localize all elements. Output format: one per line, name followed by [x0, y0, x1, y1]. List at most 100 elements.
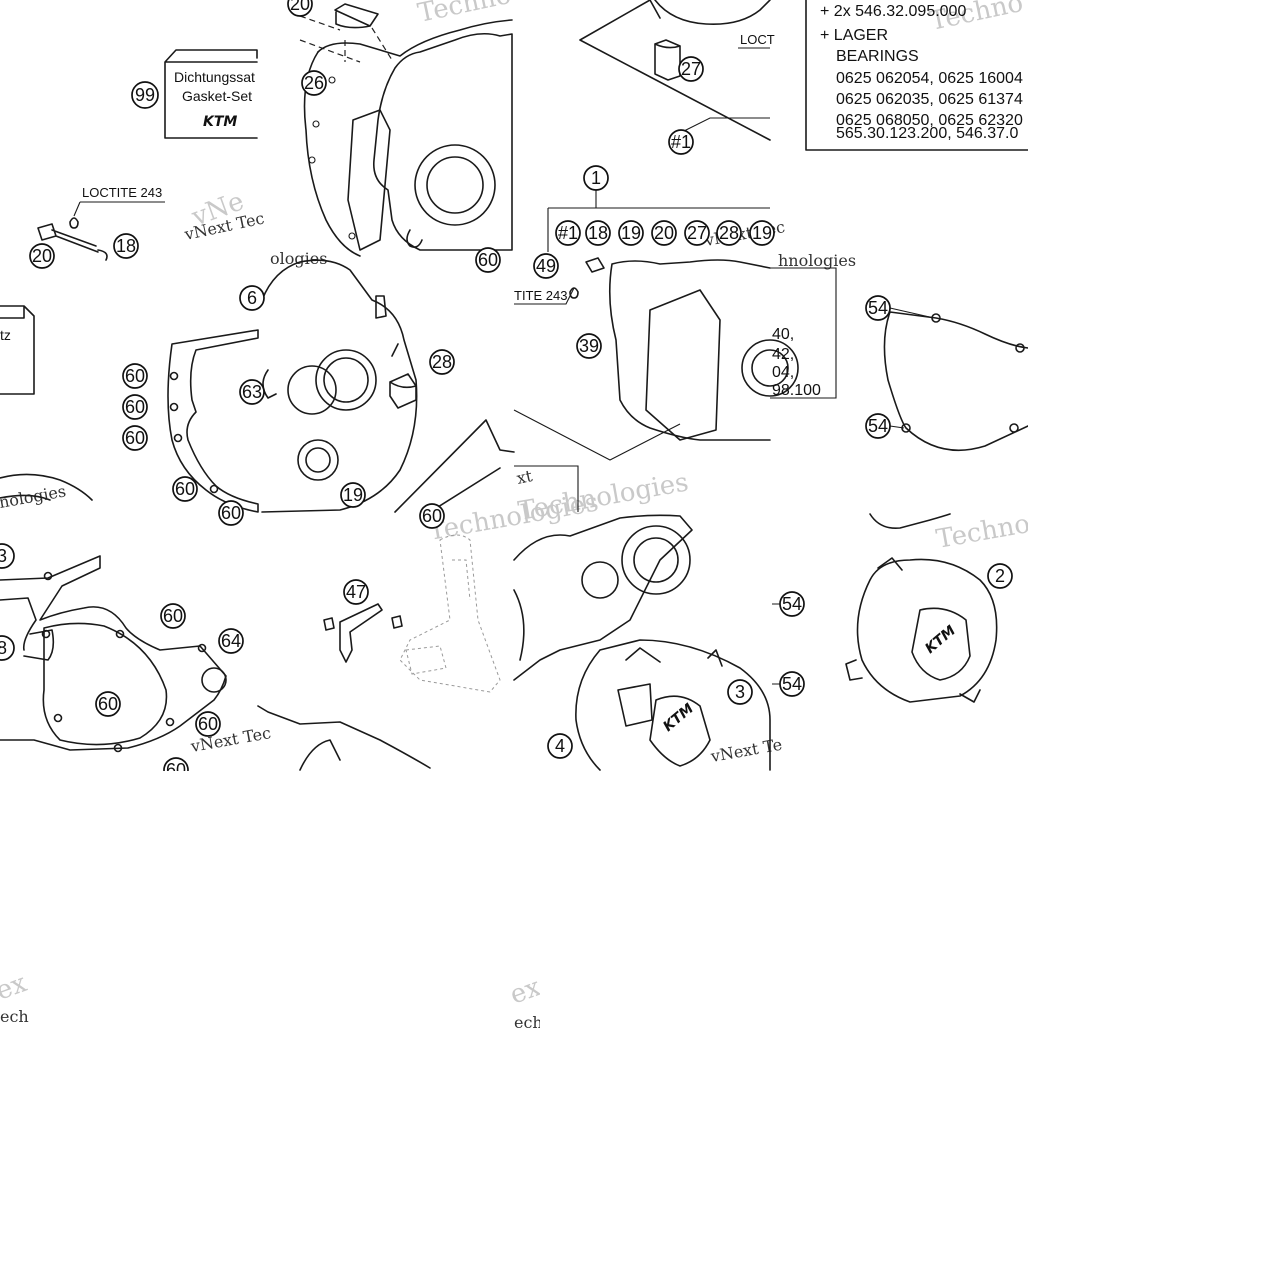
- info-line: 0625 062035, 0625 61374: [836, 91, 1023, 108]
- svg-text:20: 20: [654, 223, 674, 243]
- svg-text:#1: #1: [671, 132, 691, 152]
- callout-27: 27: [684, 220, 710, 246]
- boss: [406, 229, 423, 248]
- watermark: ech: [0, 1007, 29, 1026]
- callout-4: 4: [547, 733, 573, 759]
- watermark: ex: [506, 972, 545, 1011]
- ktm-emblem: [649, 695, 711, 767]
- crankcase-mid-flange: [645, 289, 721, 441]
- svg-text:20: 20: [32, 246, 52, 266]
- svg-text:47: 47: [346, 582, 366, 602]
- callout-8: 8: [0, 635, 15, 661]
- callout-64: 64: [218, 628, 244, 654]
- loctite-label: LOCTITE 243: [82, 185, 162, 200]
- info-line: + LAGER: [820, 27, 888, 44]
- callout-54: 54: [865, 295, 891, 321]
- svg-text:18: 18: [588, 223, 608, 243]
- callout-49: 49: [533, 253, 559, 279]
- tile-large-gasket: [0, 555, 227, 753]
- side-bracket: [770, 267, 837, 399]
- svg-text:60: 60: [478, 250, 498, 270]
- callout-39: 39: [576, 333, 602, 359]
- callout-3: 3: [727, 679, 753, 705]
- bolt-head: [585, 257, 605, 273]
- svg-text:19: 19: [752, 223, 772, 243]
- side-list-line: 04,: [772, 364, 794, 381]
- callout-19: 19: [749, 220, 775, 246]
- callout-60: 60: [122, 394, 148, 420]
- side-list-line: 98.100: [772, 382, 821, 399]
- dowel-sleeve: [334, 3, 379, 29]
- crankcase-right-body: [513, 514, 693, 681]
- callout-60: 60: [195, 711, 221, 737]
- ktm-logo: KTM: [203, 114, 237, 130]
- tile-bracket: [257, 534, 501, 771]
- callout-19: 19: [340, 482, 366, 508]
- tile-gasket-box-frag: tz: [0, 305, 93, 501]
- tile-cover-assembly: KTM: [513, 514, 771, 771]
- svg-text:64: 64: [221, 631, 241, 651]
- gasket-set-label-en: Gasket-Set: [182, 88, 252, 104]
- svg-text:3: 3: [735, 682, 745, 702]
- info-line: + 2x 546.32.095.000: [820, 3, 966, 20]
- bore: [315, 349, 377, 411]
- callout-#1: #1: [555, 220, 581, 246]
- gasket-edge: [0, 473, 93, 501]
- crankcase-body: [372, 32, 513, 251]
- crankcase-outline: [317, 19, 513, 57]
- tile-crankcase-right: [299, 3, 513, 257]
- bracket-line: [579, 0, 771, 141]
- watermark: ologies: [270, 249, 327, 268]
- frame-edge: [394, 419, 515, 513]
- sleeve: [654, 39, 681, 81]
- info-line: 0625 062054, 0625 16004: [836, 70, 1023, 87]
- svg-text:4: 4: [555, 736, 565, 756]
- callout-1: 1: [583, 165, 609, 191]
- callout-60: 60: [122, 425, 148, 451]
- gasket-set-box: [164, 49, 258, 139]
- callout-63: 63: [239, 379, 265, 405]
- loctite-drop-icon: [569, 287, 579, 299]
- crankcase-left: [261, 259, 418, 513]
- ignition-cover-2: [856, 558, 998, 703]
- svg-text:8: 8: [0, 638, 7, 658]
- bore: [621, 525, 691, 595]
- tile-info-box: + 2x 546.32.095.000 + LAGER BEARINGS 062…: [805, 0, 1029, 151]
- svg-text:60: 60: [125, 366, 145, 386]
- leader: [681, 117, 770, 133]
- svg-text:19: 19: [621, 223, 641, 243]
- watermark: hnologies: [778, 251, 856, 270]
- tile-gasket-left: [167, 259, 515, 513]
- svg-text:28: 28: [719, 223, 739, 243]
- frame-part: [399, 534, 501, 693]
- svg-text:18: 18: [116, 236, 136, 256]
- svg-text:27: 27: [681, 59, 701, 79]
- svg-text:60: 60: [98, 694, 118, 714]
- bolt: [323, 615, 403, 631]
- svg-text:99: 99: [135, 85, 155, 105]
- callout-18: 18: [585, 220, 611, 246]
- gasket-set-label-de: Dichtungssat: [174, 69, 255, 85]
- ignition-cover: [575, 639, 771, 771]
- svg-text:2: 2: [995, 566, 1005, 586]
- callout-27: 27: [678, 56, 704, 82]
- sleeve-28: [389, 373, 417, 409]
- watermark: vNext Te: [708, 735, 783, 766]
- callout-60: 60: [475, 247, 501, 273]
- watermark: xt: [515, 466, 535, 488]
- tile-gasket-set: Dichtungssat Gasket-Set KTM LOCTITE 243: [37, 49, 258, 261]
- svg-text:54: 54: [782, 674, 802, 694]
- callout-20: 20: [29, 243, 55, 269]
- callout-60: 60: [218, 500, 244, 526]
- bore: [287, 365, 337, 415]
- housing-edge: [654, 0, 771, 26]
- svg-text:54: 54: [782, 594, 802, 614]
- svg-text:#1: #1: [558, 223, 578, 243]
- bearing-seat: [414, 144, 496, 226]
- watermark: Techno: [934, 509, 1032, 555]
- case-gasket-hole: [42, 622, 168, 746]
- info-box-frame: [805, 0, 1029, 151]
- svg-text:54: 54: [868, 298, 888, 318]
- callout-18: 18: [113, 233, 139, 259]
